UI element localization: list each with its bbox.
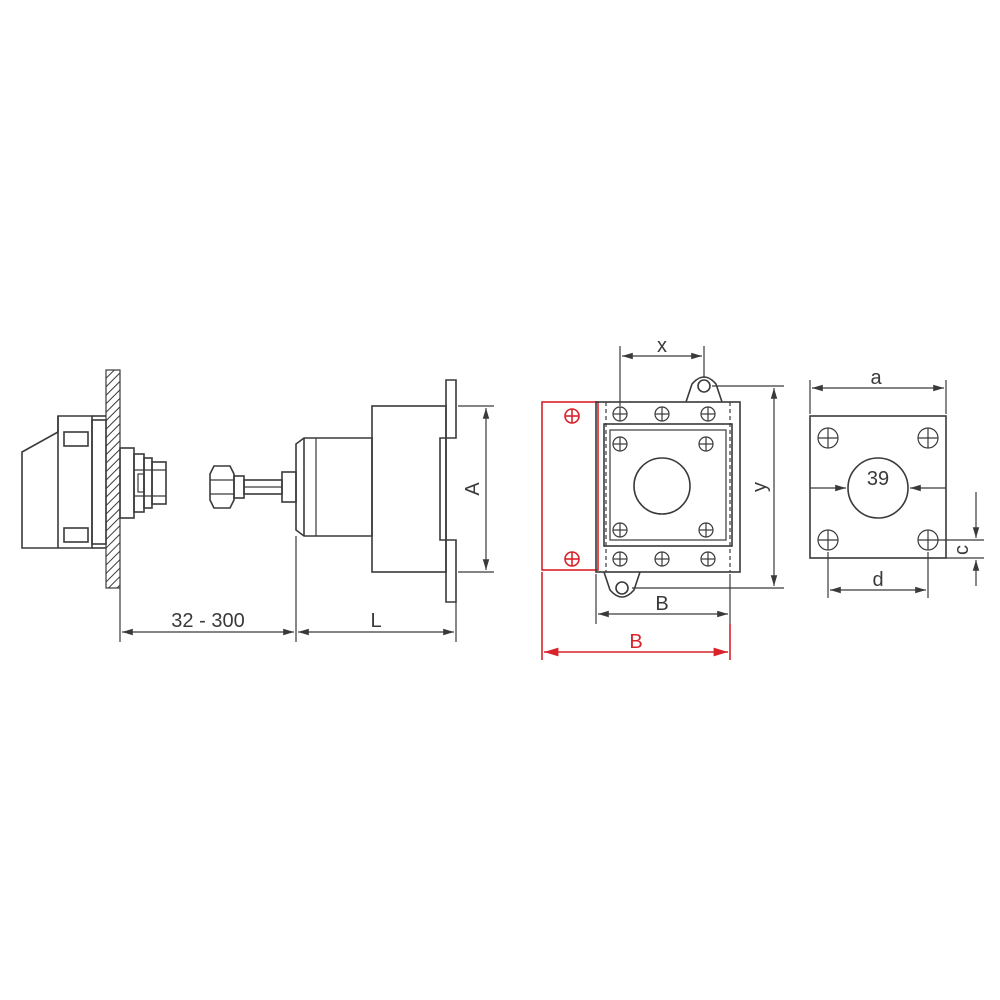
dim-flange-height: y bbox=[632, 385, 784, 589]
center-bore-label: 39 bbox=[867, 468, 889, 490]
dim-distance-range: 32 - 300 bbox=[119, 536, 297, 642]
mounting-flange bbox=[439, 379, 457, 603]
dim-base-width-label: B bbox=[655, 593, 668, 615]
mounted-switch-side-view bbox=[21, 369, 167, 589]
dim-overall-width: B bbox=[541, 572, 731, 660]
dim-length-label: L bbox=[370, 610, 381, 632]
dim-height-label: A bbox=[462, 482, 484, 496]
mounting-plate-view: 39 bbox=[809, 415, 947, 559]
gear-housing bbox=[295, 437, 373, 537]
alt-mount-hole-top bbox=[564, 408, 580, 424]
wall-coupling bbox=[119, 447, 135, 519]
wall-section bbox=[105, 369, 121, 589]
flange-holes bbox=[612, 406, 716, 567]
dim-height: A bbox=[458, 405, 494, 573]
dim-plate-width-label: a bbox=[870, 367, 882, 389]
dim-base-width: B bbox=[595, 574, 731, 624]
alt-mount-hole-bottom bbox=[564, 551, 580, 567]
dim-flange-height-label: y bbox=[749, 482, 771, 492]
switch-housing bbox=[371, 405, 447, 573]
center-bore bbox=[633, 457, 691, 515]
dim-hole-spacing-x: x bbox=[619, 335, 705, 406]
dim-plate-hole-spacing: d bbox=[827, 552, 929, 598]
mounting-plate bbox=[809, 415, 947, 559]
shaft-nut bbox=[209, 465, 235, 509]
flange-front-view bbox=[541, 376, 741, 598]
switch-body-side-view bbox=[209, 379, 457, 603]
dim-edge-offset: c bbox=[938, 492, 984, 586]
plate-center-bore bbox=[847, 457, 909, 519]
dim-plate-width: a bbox=[809, 367, 947, 414]
dim-edge-offset-label: c bbox=[951, 545, 973, 555]
dim-length: L bbox=[298, 602, 457, 642]
dim-plate-hole-spacing-label: d bbox=[872, 569, 883, 591]
dim-hole-spacing-x-label: x bbox=[657, 335, 667, 357]
flange-ear-bottom bbox=[603, 571, 641, 598]
alt-mount-outline bbox=[541, 401, 599, 571]
dim-distance-range-label: 32 - 300 bbox=[171, 610, 244, 632]
dim-overall-width-label: B bbox=[629, 631, 642, 653]
flange-plate bbox=[595, 401, 741, 573]
